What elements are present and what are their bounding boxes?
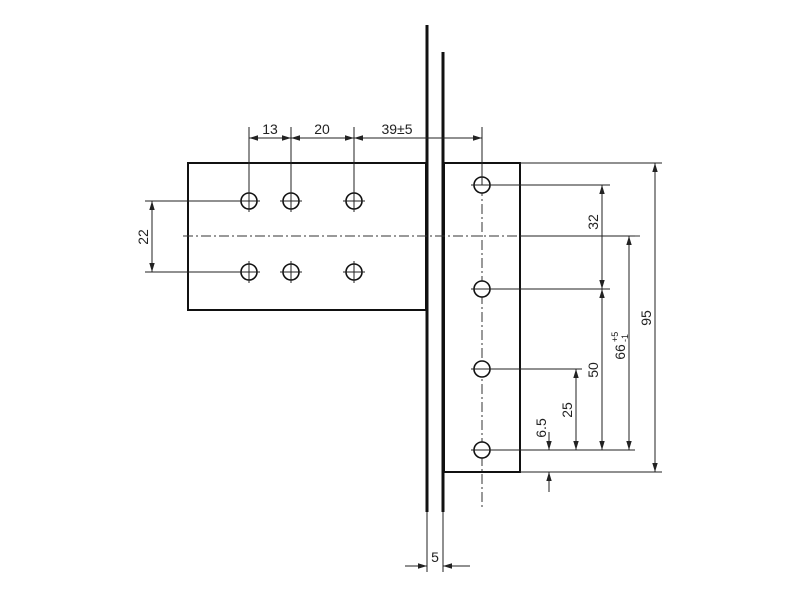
dim-label-66-upper-tolerance: +5 [610, 332, 620, 342]
hole [343, 261, 365, 283]
hole [280, 261, 302, 283]
dim-label-39: 39±5 [381, 121, 412, 137]
dim-label-66: 66 [612, 344, 628, 360]
dim-label-20: 20 [314, 121, 330, 137]
dim-label-50: 50 [585, 362, 601, 378]
dim-label-32: 32 [585, 214, 601, 230]
dim-label-25: 25 [559, 402, 575, 418]
dim-label-13: 13 [262, 121, 278, 137]
dim-label-22: 22 [135, 229, 151, 245]
dim-label-5: 5 [431, 549, 439, 565]
dim-label-95: 95 [638, 310, 654, 326]
dim-label-6-5: 6.5 [533, 418, 549, 438]
dim-label-66-lower-tolerance: -1 [620, 334, 630, 342]
